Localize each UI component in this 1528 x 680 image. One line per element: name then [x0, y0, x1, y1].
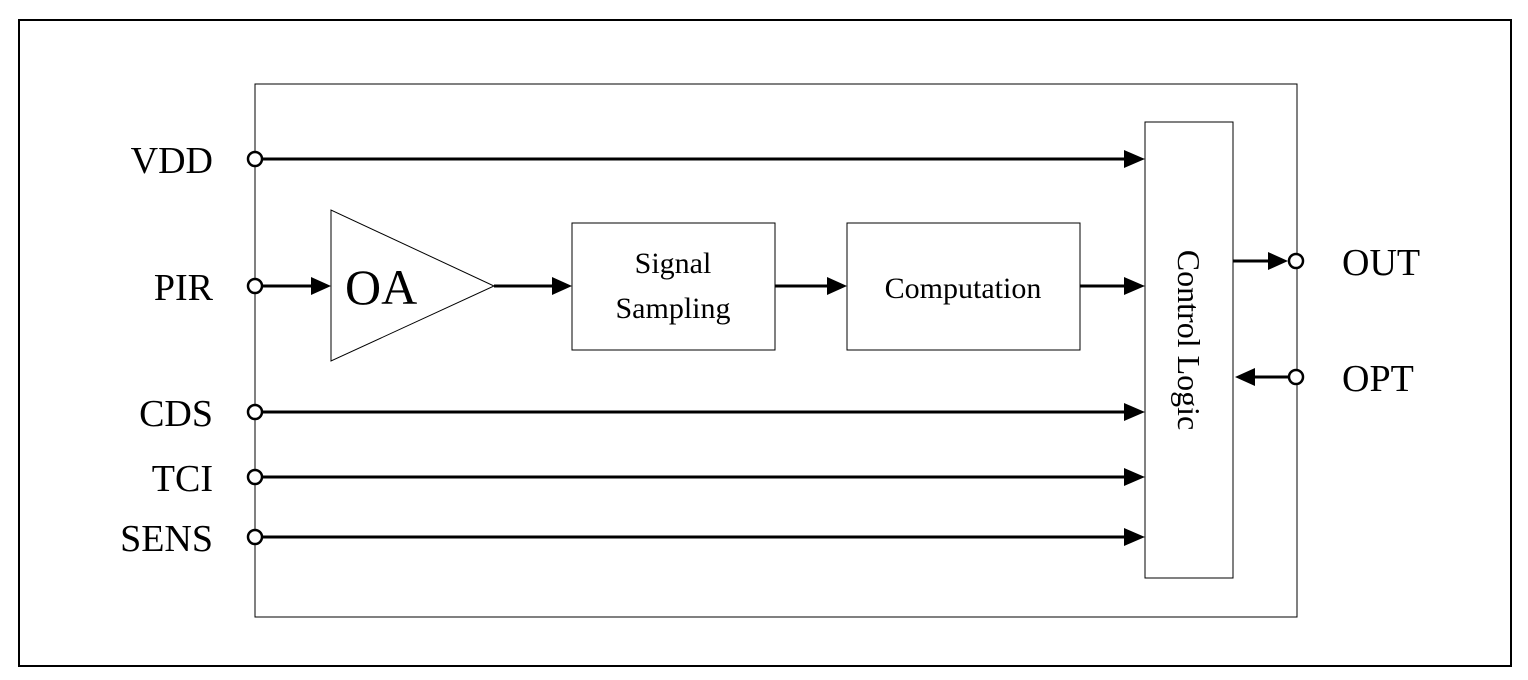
computation-label: Computation [885, 272, 1042, 305]
tci-arrowhead [1124, 468, 1145, 486]
chip-boundary [254, 83, 1298, 618]
cds-arrowhead [1124, 403, 1145, 421]
op-amp-triangle [330, 209, 496, 362]
control-logic-label: Control Logic [1171, 250, 1207, 430]
computation-block: Computation [846, 222, 1081, 351]
vdd-pin [246, 150, 264, 168]
cds-signal-path: CDS [139, 393, 1145, 435]
sens-arrowhead [1124, 528, 1145, 546]
tci-pin [246, 468, 264, 486]
out-signal-path: OUT [1233, 242, 1420, 284]
pir-signal-path: PIR [154, 267, 331, 309]
sens-pin [246, 528, 264, 546]
out-pin [1287, 252, 1305, 270]
pir-arrowhead [311, 277, 331, 295]
out-arrowhead [1268, 252, 1288, 270]
signal-sampling-label-line1: Signal [635, 247, 712, 280]
sens-label: SENS [120, 518, 213, 560]
out-label: OUT [1342, 242, 1420, 284]
vdd-signal-path: VDD [131, 140, 1145, 182]
computation-to-control-arrowhead [1124, 277, 1145, 295]
tci-label: TCI [152, 458, 213, 500]
opt-arrowhead [1235, 368, 1255, 386]
pir-label: PIR [154, 267, 214, 309]
op-amp-label: OA [345, 259, 417, 315]
tci-signal-path: TCI [152, 458, 1145, 500]
signal-sampling-box [571, 222, 776, 351]
outer-frame [18, 19, 1512, 667]
signal-sampling-label-line2: Sampling [615, 292, 730, 325]
vdd-arrowhead [1124, 150, 1145, 168]
pir-pin [246, 277, 264, 295]
control-logic-box [1144, 121, 1234, 579]
sens-signal-path: SENS [120, 518, 1145, 560]
opt-signal-path: OPT [1235, 358, 1414, 400]
computation-box [846, 222, 1081, 351]
signal-sampling-block: Signal Sampling [571, 222, 776, 351]
oa-to-sampling-arrowhead [552, 277, 572, 295]
vdd-label: VDD [131, 140, 213, 182]
cds-label: CDS [139, 393, 213, 435]
op-amp-block: OA [330, 209, 496, 362]
cds-pin [246, 403, 264, 421]
sampling-to-computation-arrowhead [827, 277, 847, 295]
opt-label: OPT [1342, 358, 1414, 400]
control-logic-block: Control Logic [1144, 121, 1234, 579]
opt-pin [1287, 368, 1305, 386]
